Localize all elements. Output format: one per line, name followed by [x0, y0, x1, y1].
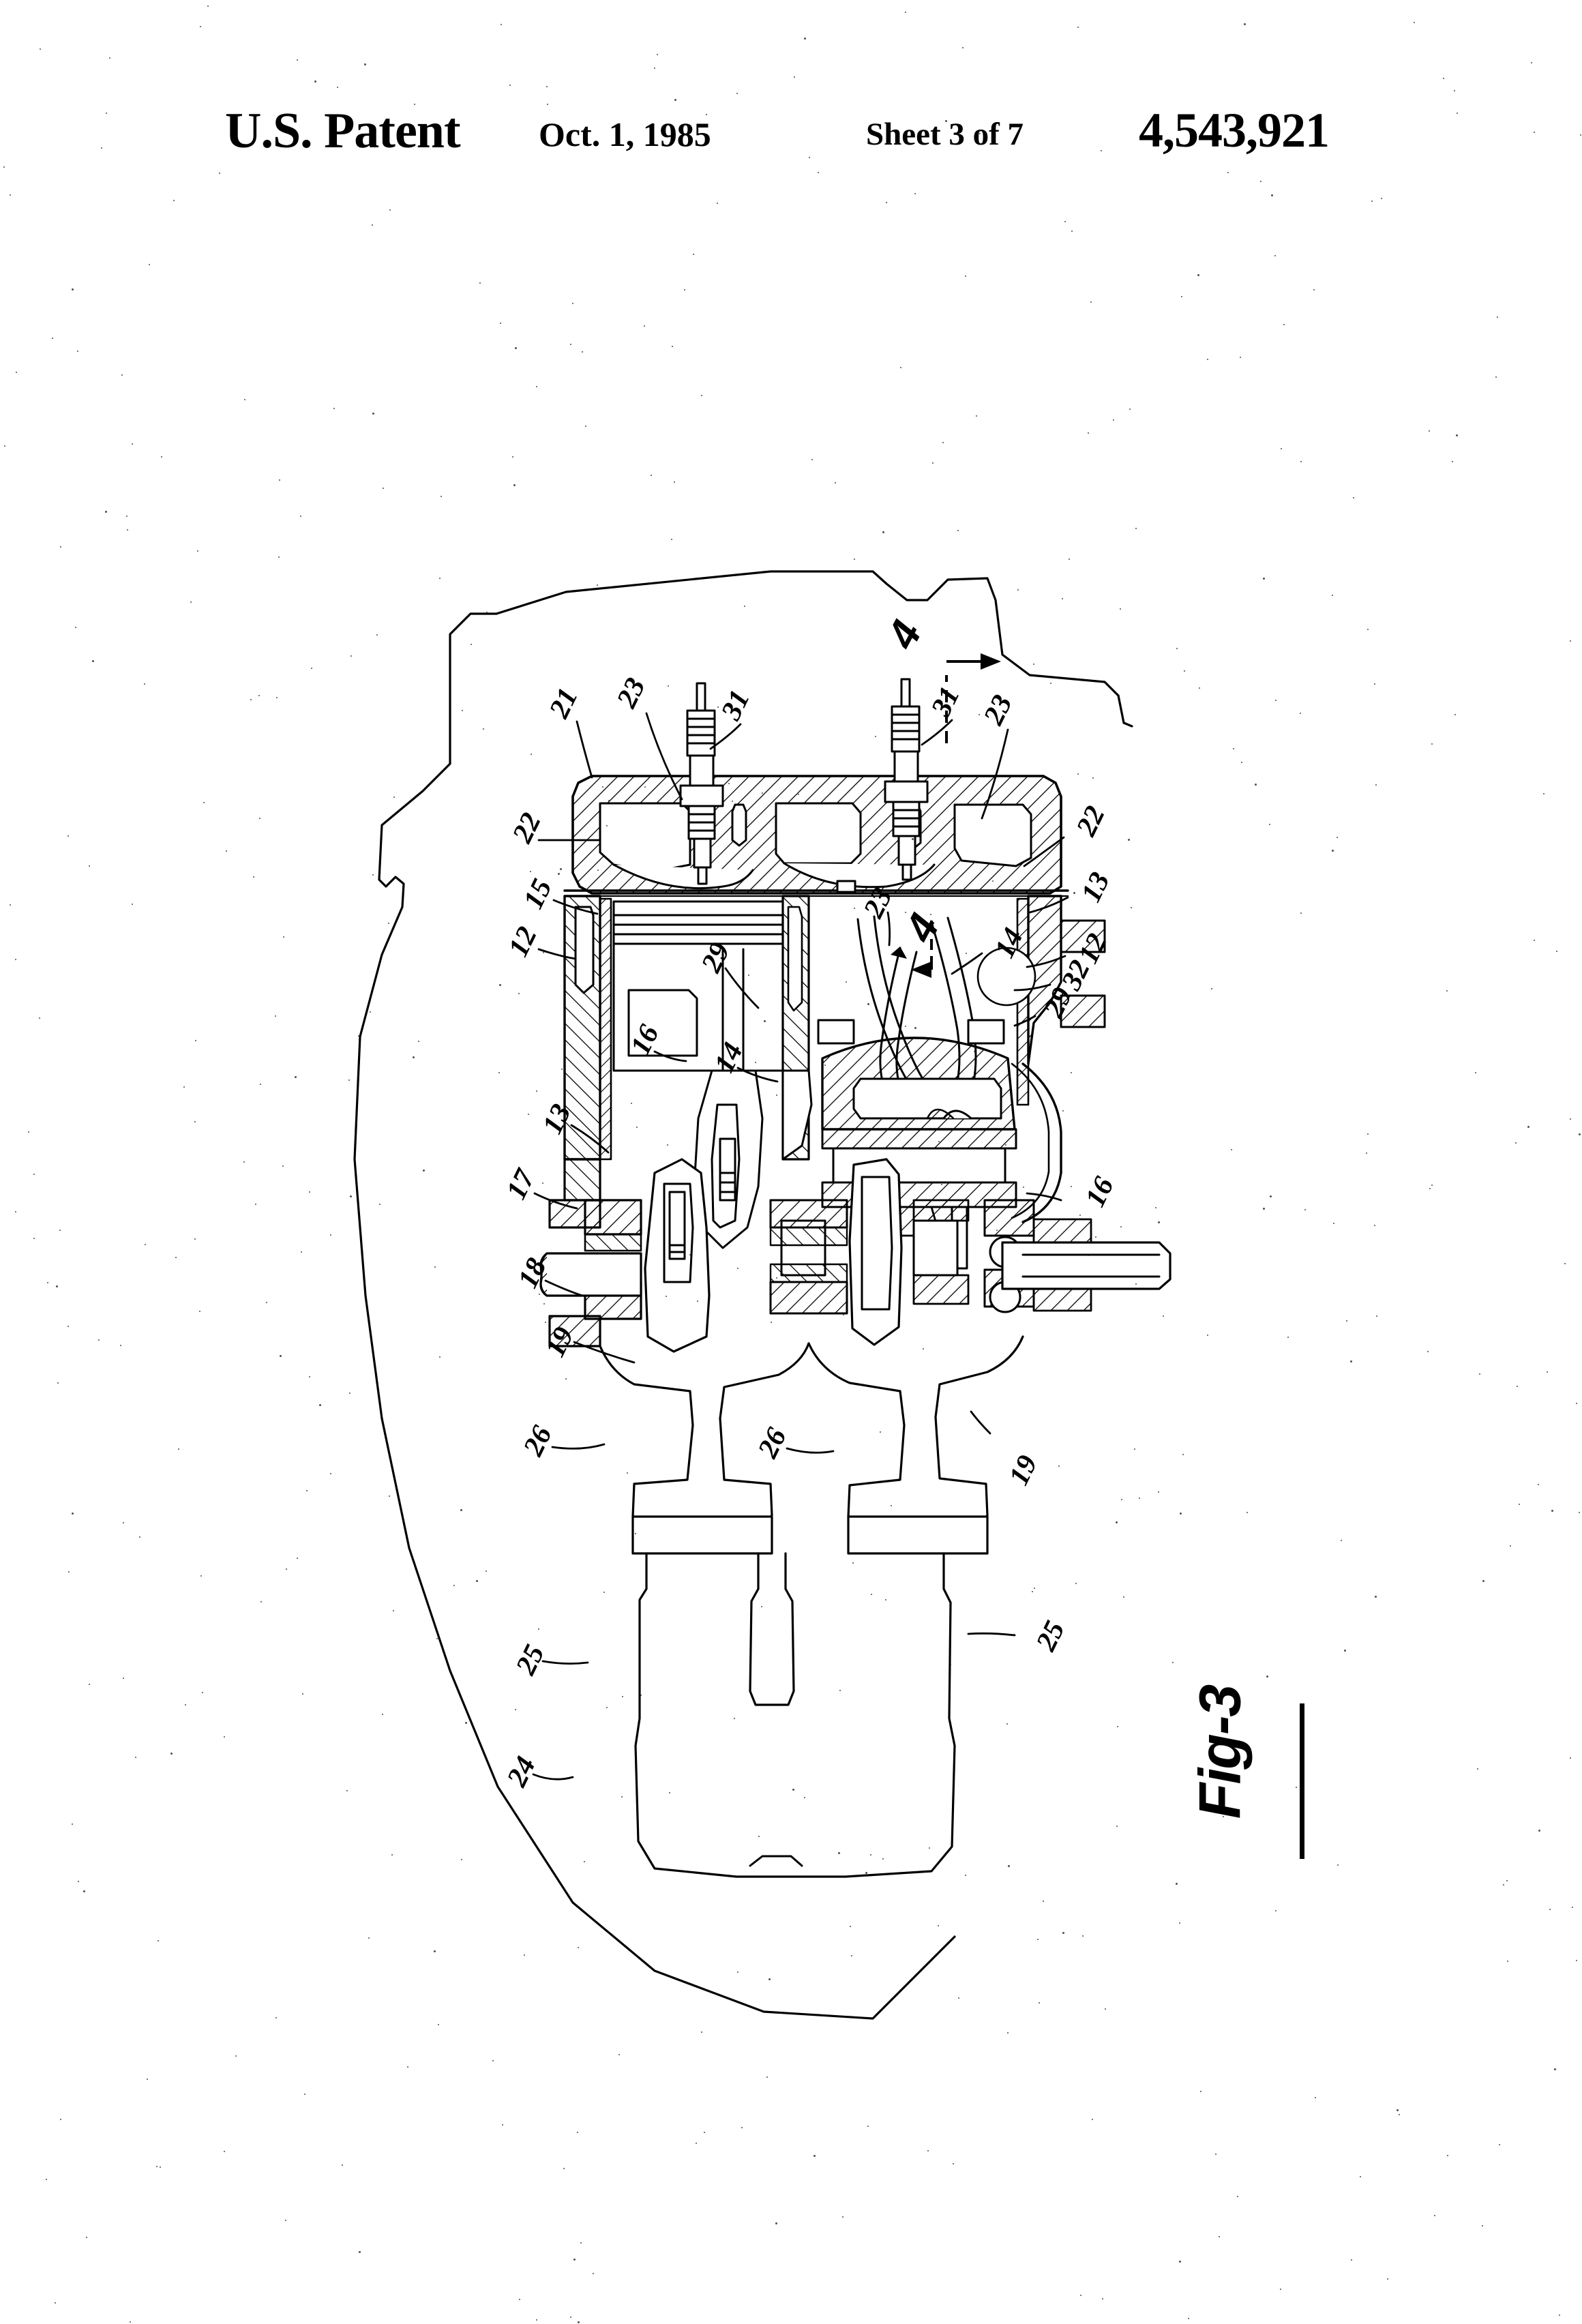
spark-plug-left	[679, 682, 724, 885]
vehicle-body-outline	[353, 570, 1133, 2020]
patent-header: U.S. Patent Oct. 1, 1985 Sheet 3 of 7 4,…	[0, 102, 1582, 177]
spark-plug-right	[884, 678, 929, 881]
patent-issue-date: Oct. 1, 1985	[539, 115, 711, 153]
patent-number: 4,543,921	[1139, 103, 1330, 158]
cylinder-block-right	[976, 895, 1106, 1223]
patent-office-title: U.S. Patent	[225, 103, 461, 159]
figure-label-underline	[1300, 1703, 1304, 1859]
cylinder-block-left	[563, 895, 784, 1161]
section-arrow-center	[911, 921, 933, 978]
figure-label-group: Fig-3	[1132, 1623, 1337, 1868]
crankcase-housing	[548, 1158, 1024, 1878]
patent-sheet-label: Sheet 3 of 7	[866, 117, 1024, 152]
crankshaft-assembly	[539, 1158, 1171, 1353]
cylinder-head	[563, 775, 1069, 897]
piston-skirt-left	[693, 1069, 764, 1249]
figure-label-text: Fig-3	[1187, 1685, 1253, 1819]
